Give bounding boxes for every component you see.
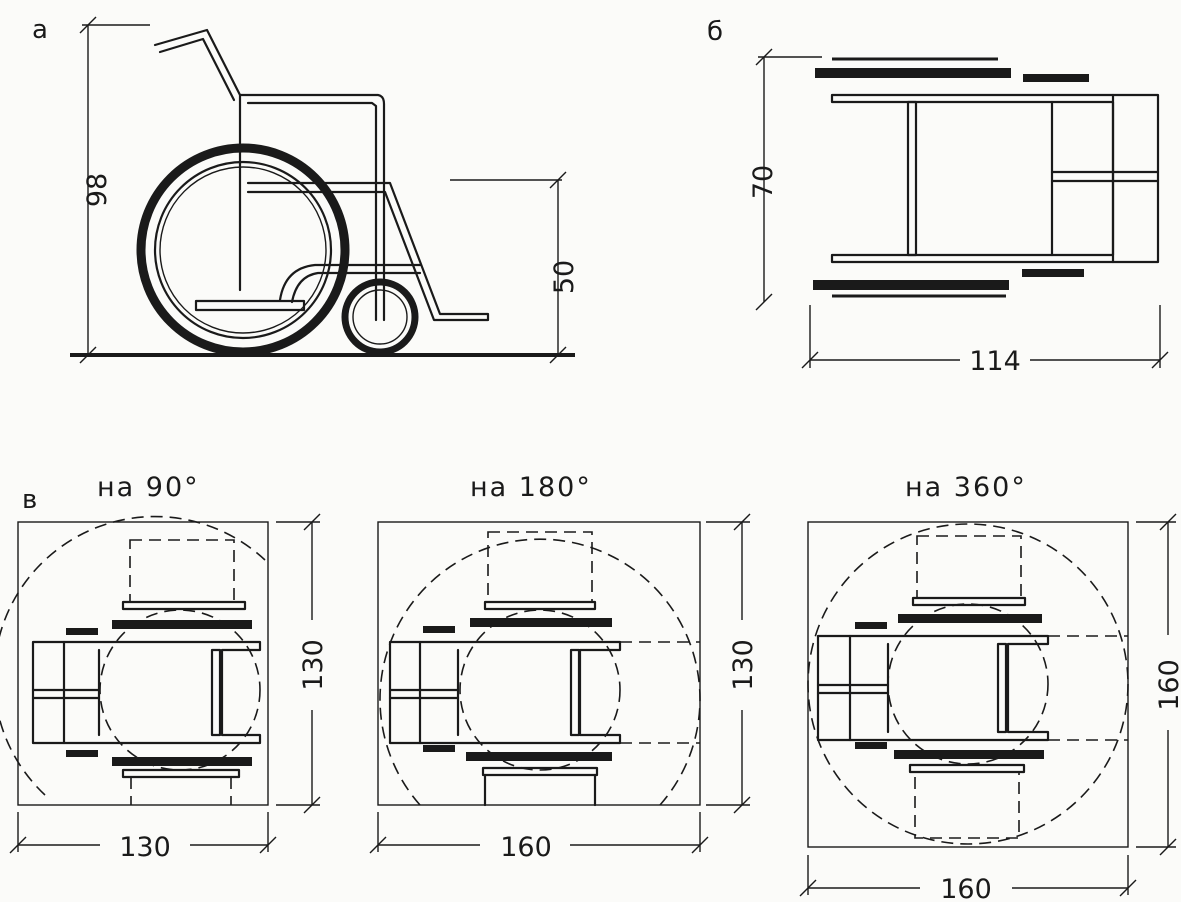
width-value: 70 xyxy=(748,165,779,199)
turn-180-height: 130 xyxy=(728,639,759,691)
turn-360-diagram: на 360° 160 160 xyxy=(799,472,1181,902)
length-value: 114 xyxy=(969,346,1021,377)
width-dimension: 70 xyxy=(748,48,822,311)
chair-frame xyxy=(153,28,490,322)
turn-90-caption: на 90° xyxy=(97,472,200,503)
panel-a-label: а xyxy=(32,15,48,45)
front-caster xyxy=(341,278,419,356)
turn-90-height: 130 xyxy=(298,639,329,691)
length-dimension: 114 xyxy=(801,305,1169,377)
wheels-top xyxy=(813,57,1089,298)
panel-b-label: б xyxy=(707,17,723,47)
height-value: 98 xyxy=(82,173,113,207)
turn-180-caption: на 180° xyxy=(470,472,592,503)
panel-c-label: в xyxy=(22,485,37,515)
turn-90-diagram: на 90° 130 130 xyxy=(0,472,329,863)
frame-top xyxy=(830,93,1160,264)
turn-180-diagram: на 180° 160 130 xyxy=(369,472,759,863)
rear-wheel xyxy=(136,143,350,357)
turn-360-caption: на 360° xyxy=(905,472,1027,503)
height-dimension: 98 xyxy=(79,16,150,364)
seat-height-value: 50 xyxy=(549,260,580,294)
panel-a-side-view: а 98 50 xyxy=(32,15,580,364)
panel-b-top-view: б 70 114 xyxy=(707,17,1169,377)
seat-height-dimension: 50 xyxy=(450,171,580,364)
turn-90-width: 130 xyxy=(119,832,171,863)
turn-360-width: 160 xyxy=(940,874,992,902)
turn-360-height: 160 xyxy=(1154,659,1181,711)
turn-180-width: 160 xyxy=(500,832,552,863)
